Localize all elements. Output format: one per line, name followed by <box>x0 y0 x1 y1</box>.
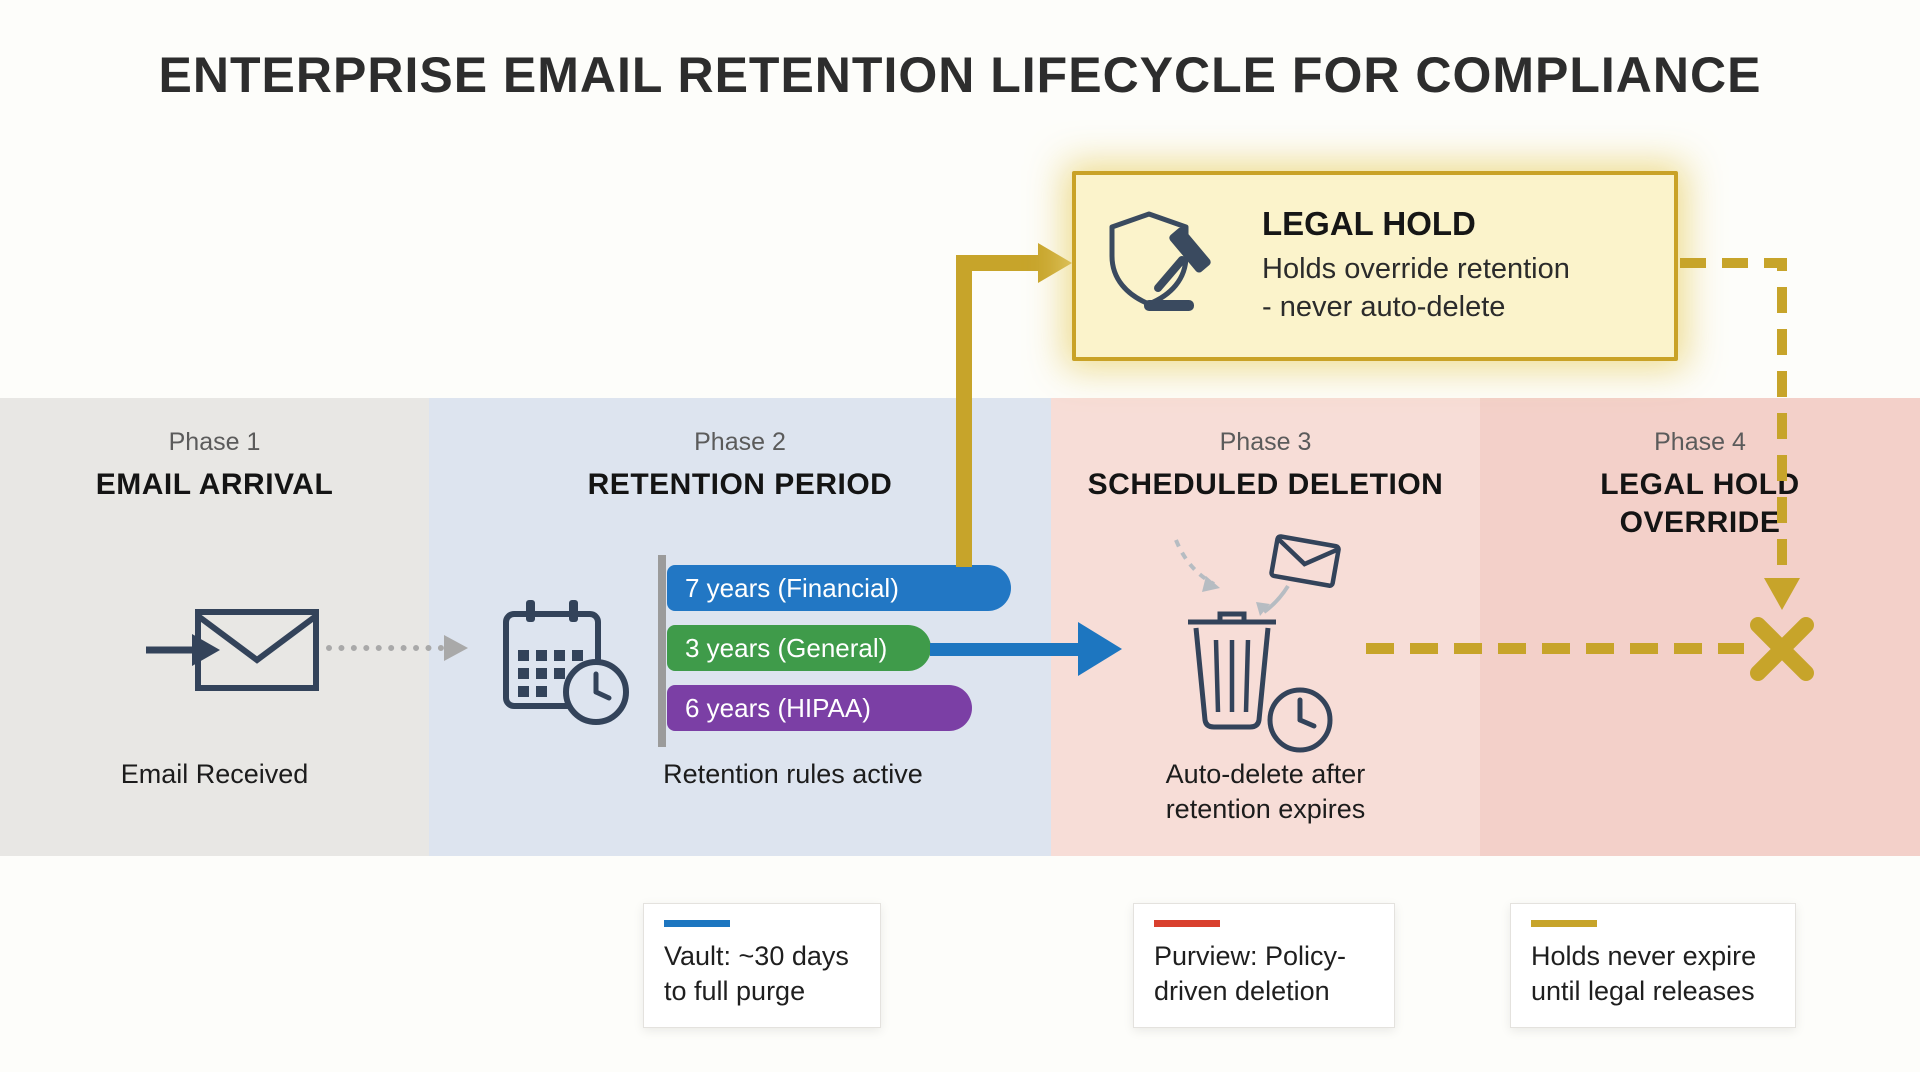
deletion-blocked-dashed-line <box>1366 643 1744 654</box>
auto-delete-icon <box>1174 534 1341 753</box>
phase-4-band <box>1480 398 1920 856</box>
dotted-connector-arrowhead <box>444 635 468 661</box>
phase-3-label: Phase 3 <box>1219 428 1312 456</box>
retention-to-deletion-arrowhead <box>1078 622 1122 676</box>
legal-hold-branch-arrow <box>956 243 1072 567</box>
legend-holds: Holds never expire until legal releases <box>1510 903 1796 1029</box>
shield-gavel-icon <box>1109 211 1211 311</box>
retention-calendar-icon <box>503 600 629 725</box>
legal-hold-text: LEGAL HOLD Holds override retention - ne… <box>1262 205 1570 326</box>
legend-holds-swatch <box>1531 920 1597 927</box>
phase-1-caption: Email Received <box>120 759 309 789</box>
retention-to-deletion-arrow-shaft <box>930 643 1080 656</box>
retention-rule-financial: 7 years (Financial) <box>667 565 1011 611</box>
phase-2-label: Phase 2 <box>694 428 786 456</box>
legal-hold-callout: LEGAL HOLD Holds override retention - ne… <box>1072 171 1678 361</box>
dotted-connector-line <box>326 645 444 651</box>
phase-4-header: Phase 4 LEGAL HOLD OVERRIDE <box>1480 428 1920 541</box>
phase-4-name: LEGAL HOLD OVERRIDE <box>1600 468 1800 539</box>
phase-4-label: Phase 4 <box>1654 428 1746 456</box>
page-title: ENTERPRISE EMAIL RETENTION LIFECYCLE FOR… <box>158 47 1762 103</box>
phase-1-label: Phase 1 <box>168 428 261 456</box>
legal-hold-title: LEGAL HOLD <box>1262 205 1476 243</box>
retention-rule-hipaa: 6 years (HIPAA) <box>667 685 972 731</box>
phase-3-name: SCHEDULED DELETION <box>1087 468 1444 501</box>
legend-purview-swatch <box>1154 920 1220 927</box>
retention-rules-axis-bar <box>658 555 666 747</box>
phase-2-name: RETENTION PERIOD <box>587 468 893 501</box>
phase-3-caption: Auto-delete after retention expires <box>1165 759 1366 825</box>
legend-vault-text: Vault: ~30 days to full purge <box>664 941 849 1007</box>
phase-2-header: Phase 2 RETENTION PERIOD <box>429 428 1051 504</box>
phase-3-header: Phase 3 SCHEDULED DELETION <box>1051 428 1480 504</box>
phase-1-name: EMAIL ARRIVAL <box>95 468 334 501</box>
legend-vault: Vault: ~30 days to full purge <box>643 903 881 1029</box>
legend-purview-text: Purview: Policy-driven deletion <box>1154 941 1347 1007</box>
legend-purview: Purview: Policy-driven deletion <box>1133 903 1395 1029</box>
legend-vault-swatch <box>664 920 730 927</box>
phase-3-band <box>1051 398 1480 856</box>
legal-hold-description-line2: - never auto-delete <box>1262 291 1506 323</box>
phase-2-caption: Retention rules active <box>663 759 923 789</box>
legal-hold-description-line1: Holds override retention <box>1262 253 1570 286</box>
retention-rule-general: 3 years (General) <box>667 625 931 671</box>
legend-holds-text: Holds never expire until legal releases <box>1531 941 1757 1007</box>
legal-hold-override-route <box>1680 258 1814 681</box>
phase-1-header: Phase 1 EMAIL ARRIVAL <box>0 428 429 504</box>
email-received-icon <box>146 609 319 691</box>
